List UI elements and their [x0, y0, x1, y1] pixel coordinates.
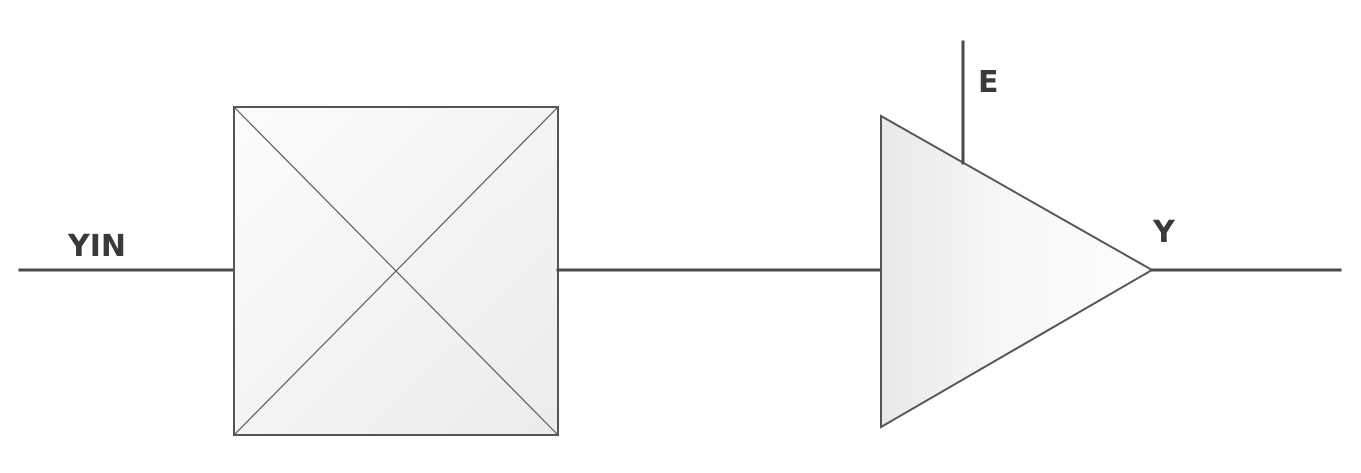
input-label: YIN — [67, 229, 126, 264]
x-box-diagonal-2 — [233, 106, 559, 436]
buffer-triangle — [880, 114, 1155, 429]
output-label: Y — [1152, 215, 1176, 250]
x-box-symbol — [233, 106, 559, 436]
enable-label: E — [978, 65, 999, 100]
